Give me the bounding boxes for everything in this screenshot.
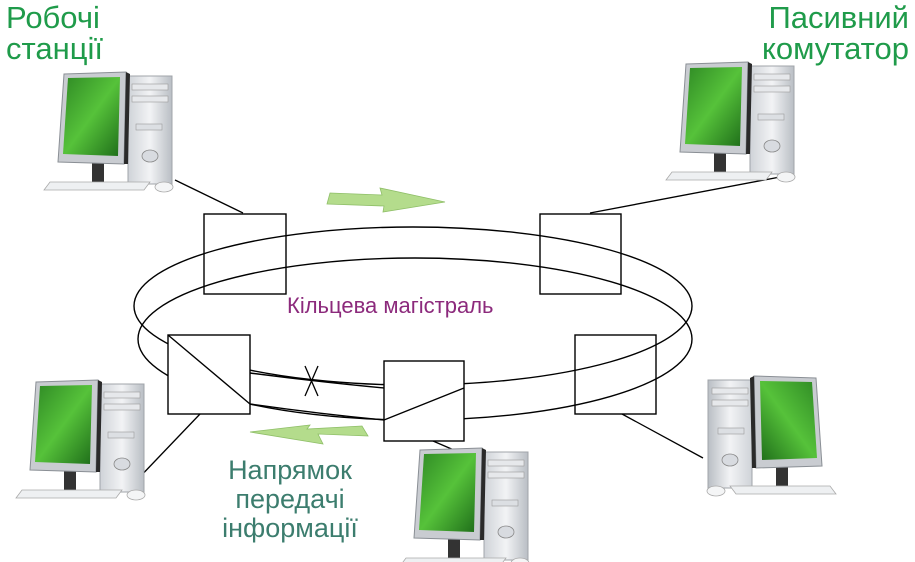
label-line: станції xyxy=(6,31,103,66)
workstations-label: Робочі станції xyxy=(6,2,103,64)
node-bottom-right xyxy=(574,334,657,415)
computer-icon xyxy=(15,379,146,501)
link-bottom-left xyxy=(134,413,201,483)
break-mark xyxy=(304,365,319,397)
label-line: комутатор xyxy=(761,31,909,66)
label-line: Пасивний xyxy=(768,0,909,35)
computer-icon xyxy=(706,375,837,497)
label-line: Напрямок xyxy=(228,455,352,485)
bypass-switch-line xyxy=(383,387,465,421)
link-top-right xyxy=(589,176,781,214)
node-bottom-left xyxy=(167,334,251,415)
ring-backbone-label: Кільцева магістраль xyxy=(287,293,494,318)
direction-arrow-right xyxy=(326,187,446,213)
computer-icon xyxy=(399,447,530,562)
node-top-right xyxy=(539,213,622,295)
passive-switch-label: Пасивний комутатор xyxy=(762,2,909,64)
computer-icon xyxy=(665,61,796,183)
label-line: інформації xyxy=(222,513,358,544)
node-bottom-center xyxy=(383,360,465,442)
direction-arrow-left xyxy=(249,424,369,445)
label-line: передачі xyxy=(235,484,345,515)
link-top-left xyxy=(174,179,244,214)
node-top-left xyxy=(203,213,287,295)
link-bottom-right xyxy=(621,413,704,459)
direction-label: Напрямок передачі інформації xyxy=(200,455,380,544)
bypass-switch-line xyxy=(167,334,251,405)
label-line: Робочі xyxy=(6,0,100,35)
computer-icon xyxy=(43,71,174,193)
